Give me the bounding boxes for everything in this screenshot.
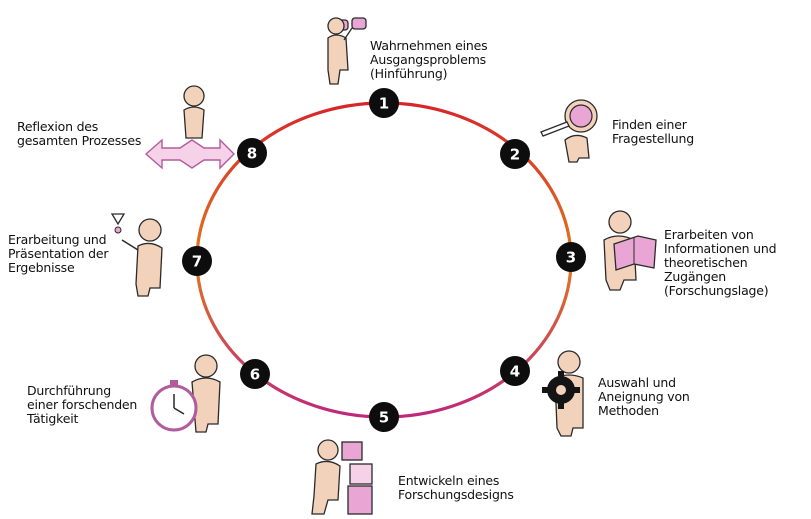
step-label-6: Durchführung einer forschenden Tätigkeit [27, 384, 137, 426]
step-number: 5 [379, 409, 389, 427]
step-label-2: Finden einer Fragestellung [612, 118, 694, 146]
step-label-1: Wahrnehmen eines Ausgangsproblems (Hinfü… [370, 39, 487, 81]
step-label-4: Auswahl und Aneignung von Methoden [598, 376, 690, 418]
step-badge: 4 [500, 356, 530, 386]
step-badge: 1 [369, 88, 399, 118]
step-badge: 6 [240, 359, 270, 389]
step-badge: 7 [182, 246, 212, 276]
step-label-3: Erarbeiten von Informationen und theoret… [664, 228, 811, 298]
step-label-7: Erarbeitung und Präsentation der Ergebni… [8, 233, 108, 275]
step-number: 1 [379, 95, 389, 113]
person-building-blocks-icon [312, 440, 372, 514]
person-arrows-icon [146, 86, 234, 168]
person-stopwatch-icon [152, 355, 220, 432]
step-number: 4 [510, 363, 520, 381]
person-binoculars-icon [328, 18, 366, 84]
step-badge: 8 [237, 138, 267, 168]
step-badge: 3 [556, 242, 586, 272]
step-number: 7 [192, 253, 202, 271]
step-badge: 5 [369, 402, 399, 432]
step-number: 8 [247, 145, 257, 163]
step-label-8: Reflexion des gesamten Prozesses [17, 120, 141, 148]
person-presenting-icon [112, 214, 162, 296]
step-badge: 2 [500, 139, 530, 169]
step-number: 6 [250, 366, 260, 384]
step-number: 2 [510, 146, 520, 164]
person-reading-icon [604, 211, 656, 290]
person-magnifying-glass-icon [541, 100, 597, 162]
step-label-5: Entwickeln eines Forschungsdesigns [398, 474, 514, 502]
step-number: 3 [566, 249, 576, 267]
person-gear-icon [542, 351, 583, 436]
